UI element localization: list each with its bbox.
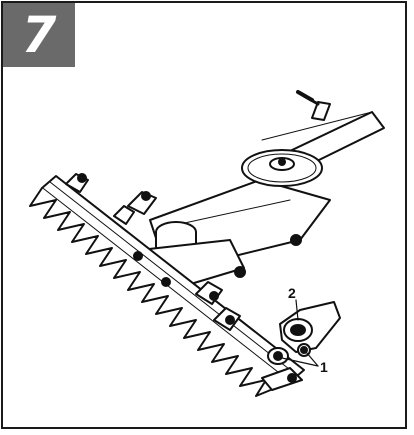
- cutter-teeth: [29, 187, 291, 397]
- step-number: 7: [21, 6, 57, 64]
- step-badge: 7: [3, 3, 75, 67]
- callout-2-label: 2: [288, 285, 296, 301]
- callout-2-leader: [295, 299, 299, 321]
- blade-clips: [65, 173, 241, 331]
- callout-1-leader-a: [281, 357, 319, 367]
- callout-1-leader-b: [305, 351, 319, 367]
- callout-1-label: 1: [320, 359, 328, 375]
- handle-post: [311, 101, 331, 121]
